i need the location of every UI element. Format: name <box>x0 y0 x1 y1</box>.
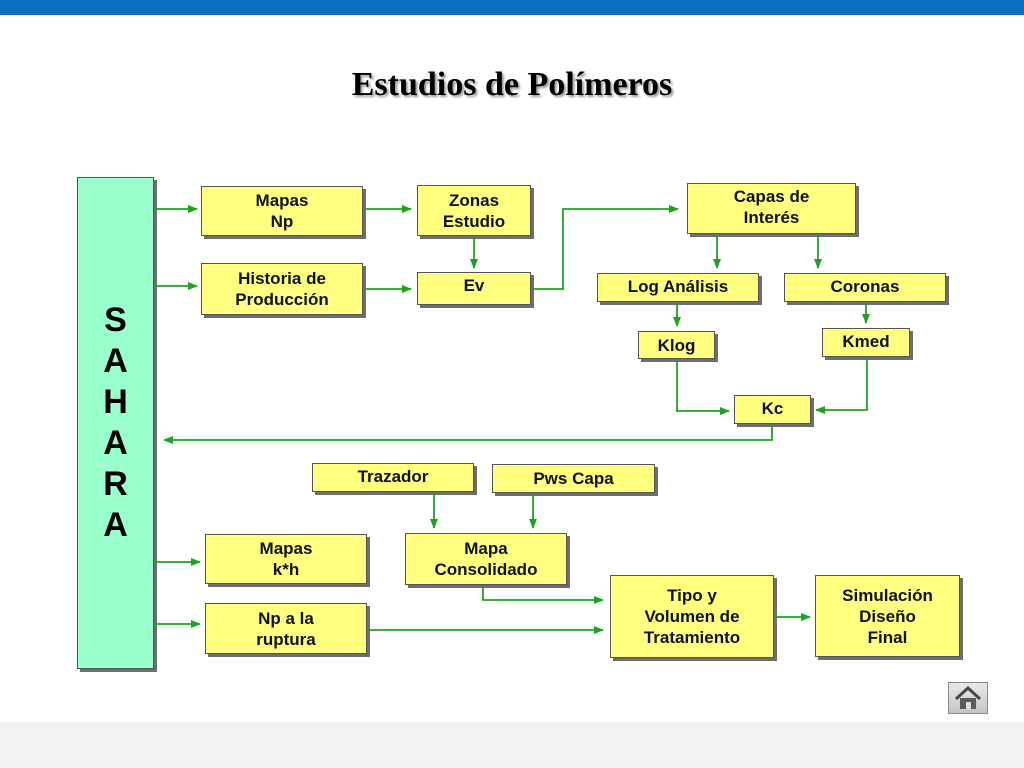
node-kc: Kc <box>734 395 811 424</box>
edge-klog-kc <box>676 361 730 415</box>
node-label: Klog <box>657 335 696 355</box>
node-trazador: Trazador <box>312 463 474 492</box>
node-label: Historia de Producción <box>235 269 329 309</box>
edge-consolidado-tipo <box>482 587 604 604</box>
node-label: Log Análisis <box>627 277 729 296</box>
node-label: Zonas Estudio <box>442 190 506 231</box>
node-np-ruptura: Np a la ruptura <box>205 603 367 654</box>
node-zonas-estudio: Zonas Estudio <box>417 185 531 236</box>
node-label: Pws Capa <box>533 469 614 488</box>
node-sahara: SAHARA <box>77 177 154 669</box>
node-mapas-kh: Mapas k*h <box>205 534 367 584</box>
node-label: Mapas k*h <box>259 539 313 579</box>
node-kmed: Kmed <box>822 328 910 357</box>
node-mapas-np: Mapas Np <box>201 186 363 236</box>
node-label: Tipo y Volumen de Tratamiento <box>643 586 741 647</box>
node-simulacion: Simulación Diseño Final <box>815 575 960 657</box>
node-label: SAHARA <box>103 301 128 544</box>
node-historia-produccion: Historia de Producción <box>201 263 363 315</box>
node-label: Capas de Interés <box>733 187 810 227</box>
home-icon <box>954 685 982 709</box>
node-coronas: Coronas <box>784 273 946 302</box>
top-bar <box>0 0 1024 15</box>
edge-kc-sahara <box>163 426 773 444</box>
node-label: Mapa Consolidado <box>434 539 538 579</box>
node-label: Trazador <box>357 467 429 486</box>
node-tipo-volumen: Tipo y Volumen de Tratamiento <box>610 575 774 658</box>
node-label: Simulación Diseño Final <box>842 585 933 647</box>
node-ev: Ev <box>417 272 531 305</box>
node-mapa-consolidado: Mapa Consolidado <box>405 533 567 585</box>
node-label: Mapas Np <box>255 191 309 231</box>
node-label: Kmed <box>842 332 890 351</box>
node-label: Ev <box>463 276 485 295</box>
node-pws-capa: Pws Capa <box>492 464 655 493</box>
node-log-analisis: Log Análisis <box>597 273 759 302</box>
node-label: Kc <box>761 399 784 418</box>
edge-ev-capas <box>533 205 679 290</box>
footer-bar <box>0 722 1024 768</box>
edge-kmed-kc <box>815 359 868 414</box>
node-klog: Klog <box>638 331 715 359</box>
node-capas-interes: Capas de Interés <box>687 183 856 234</box>
node-label: Np a la ruptura <box>256 608 316 649</box>
node-label: Coronas <box>830 277 900 296</box>
slide-title: Estudios de Polímeros <box>351 66 673 103</box>
home-button[interactable] <box>948 682 988 714</box>
